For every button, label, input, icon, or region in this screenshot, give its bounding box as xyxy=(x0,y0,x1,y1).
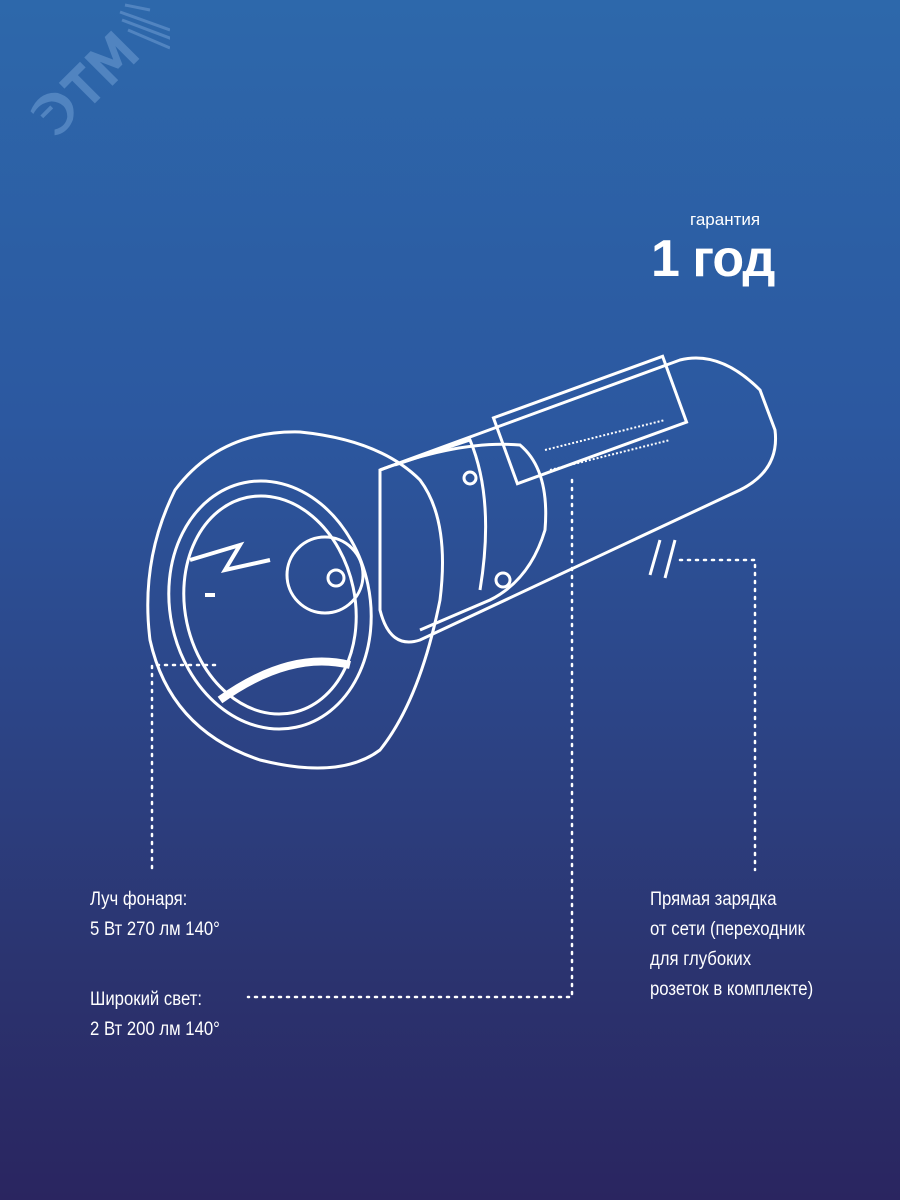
warranty-value: 1 год xyxy=(651,230,775,288)
charge-line-4: розеток в комплекте) xyxy=(650,979,814,1000)
beam-spec: Луч фонаря: 5 Вт 270 лм 140° xyxy=(90,885,220,945)
charge-line-3: для глубоких xyxy=(650,949,752,970)
wide-light-spec: Широкий свет: 2 Вт 200 лм 140° xyxy=(90,985,220,1045)
charging-spec: Прямая зарядка от сети (переходник для г… xyxy=(650,885,813,1005)
wide-title: Широкий свет: xyxy=(90,989,203,1010)
beam-title: Луч фонаря: xyxy=(90,889,188,910)
charge-line-1: Прямая зарядка xyxy=(650,889,777,910)
beam-values: 5 Вт 270 лм 140° xyxy=(90,919,220,940)
charge-line-2: от сети (переходник xyxy=(650,919,805,940)
etm-logo-watermark xyxy=(30,3,170,136)
wide-values: 2 Вт 200 лм 140° xyxy=(90,1019,220,1040)
warranty-badge: гарантия 1 год xyxy=(651,210,775,288)
warranty-label: гарантия xyxy=(690,210,761,229)
